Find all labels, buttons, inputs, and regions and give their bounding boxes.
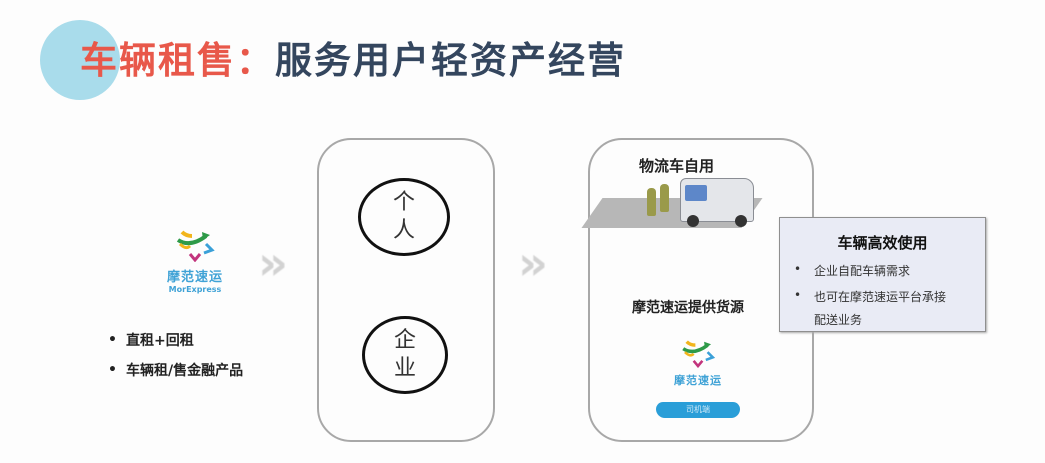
customer-type-panel: 个 人 企 业: [317, 138, 495, 442]
list-item: •也可在摩范速运平台承接: [794, 288, 947, 304]
logo-name-cn: 摩范速运: [674, 374, 722, 387]
supply-title: 摩范速运提供货源: [632, 300, 744, 316]
page-title: 车辆租售：服务用户轻资产经营: [80, 30, 626, 84]
chevron-right-icon: ››: [518, 236, 548, 290]
info-box: 车辆高效使用 •企业自配车辆需求 •也可在摩范速运平台承接 配送业务: [779, 217, 986, 332]
logo-name-en: MorExpress: [168, 285, 222, 294]
morexpress-logo: 摩范速运 MorExpress: [155, 228, 235, 294]
title-main: 服务用户轻资产经营: [275, 39, 626, 82]
scene-title: 物流车自用: [639, 157, 715, 175]
individual-oval: 个 人: [358, 178, 450, 256]
morexpress-logo-small: 摩范速运: [663, 338, 733, 388]
chevron-right-icon: ››: [258, 236, 288, 290]
logo-name-cn: 摩范速运: [166, 270, 223, 285]
driver-app-button[interactable]: 司机端: [656, 402, 740, 418]
morexpress-logo-icon: [176, 230, 215, 263]
left-bullet-list: •直租+回租 •车辆租/售金融产品: [108, 325, 243, 385]
title-accent: 车辆租售：: [80, 39, 275, 82]
enterprise-oval: 企 业: [362, 316, 448, 394]
list-item-continuation: 配送业务: [814, 313, 863, 327]
morexpress-logo-icon: [682, 340, 716, 369]
list-item: •企业自配车辆需求: [794, 262, 911, 278]
title-decoration-circle: [40, 20, 120, 100]
list-item: •车辆租/售金融产品: [108, 362, 244, 379]
list-item: •直租+回租: [108, 332, 194, 349]
info-box-heading: 车辆高效使用: [837, 234, 928, 252]
